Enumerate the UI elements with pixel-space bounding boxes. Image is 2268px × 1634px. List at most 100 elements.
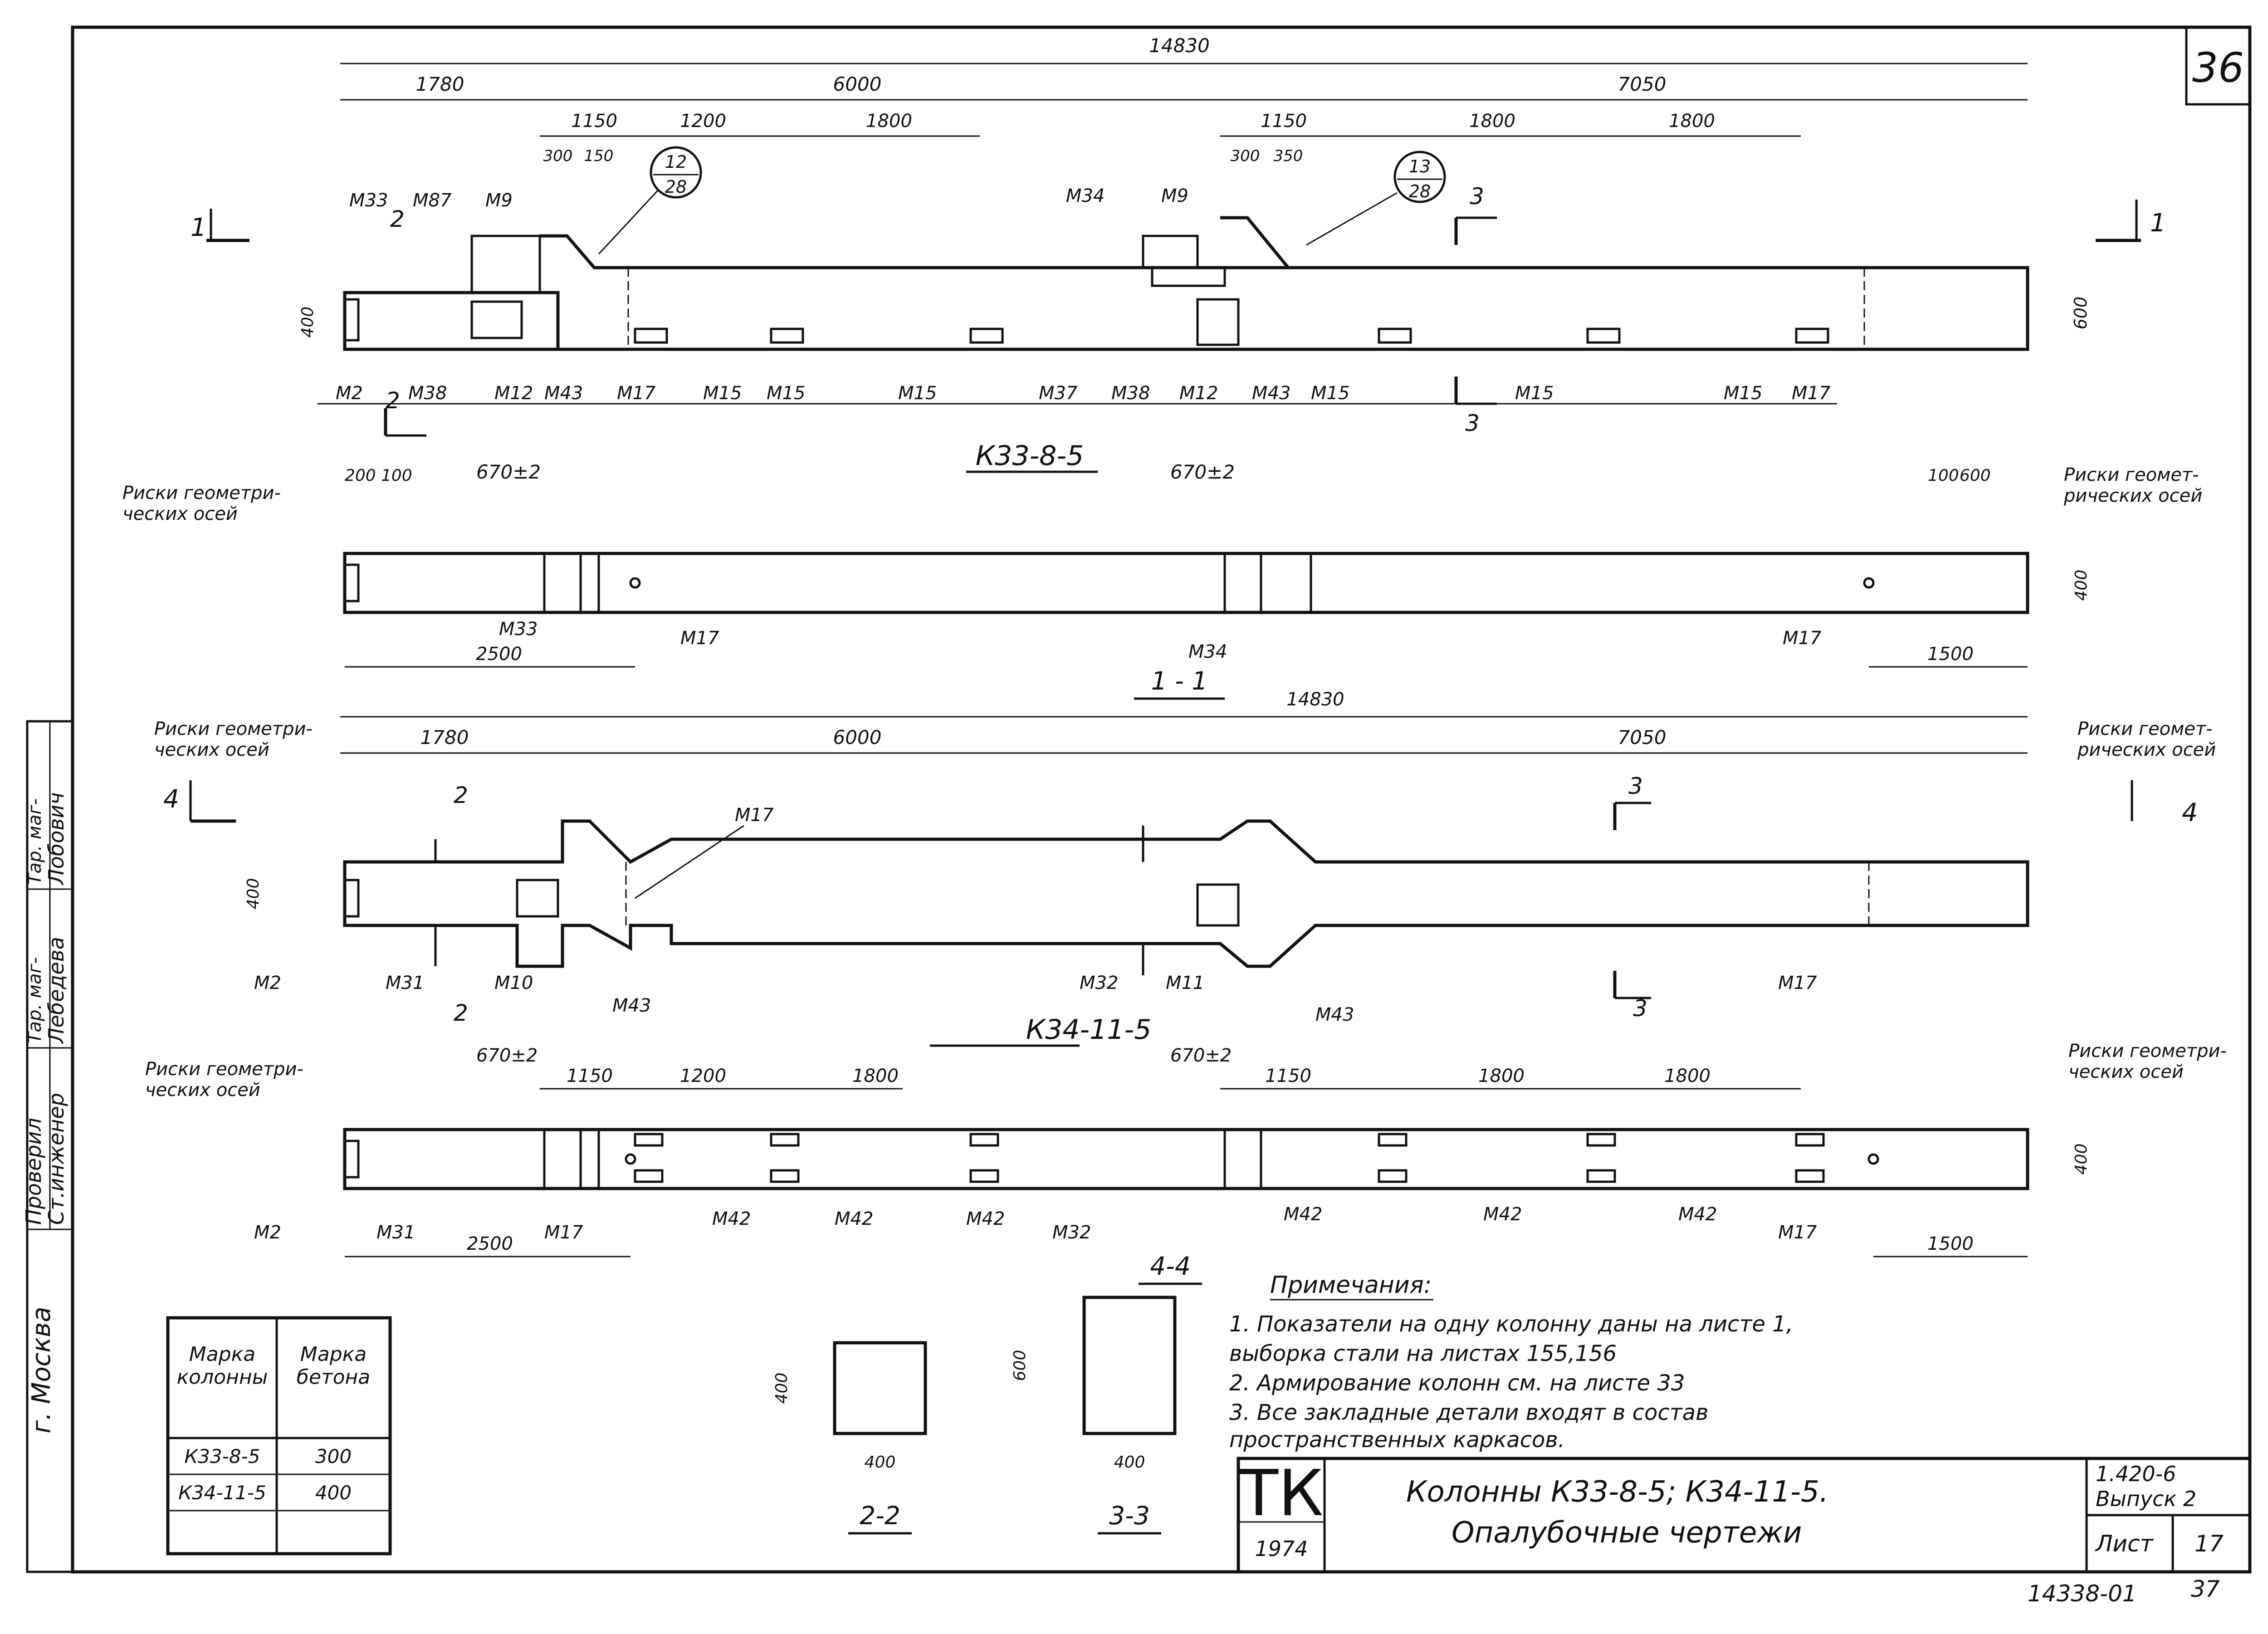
label-K33: К33-8-5: [976, 440, 1084, 472]
note-3: 3. Все закладные детали входят в состав: [1229, 1400, 1708, 1425]
dim-1800f: 1800: [1664, 1066, 1711, 1086]
dim-1800a: 1800: [866, 111, 912, 132]
risks-left-2: Риски геометри-ческих осей: [154, 719, 313, 760]
dim-1800b: 1800: [1469, 111, 1515, 132]
dim-1500: 1500: [1927, 644, 1974, 665]
dim-350a: 350: [1274, 147, 1303, 165]
dim-1800e: 1800: [1478, 1066, 1525, 1086]
risks-left-1: Риски геометри-ческих осей: [122, 483, 281, 524]
cut-1-left: 1: [191, 213, 206, 242]
table-cell: 400: [315, 1482, 352, 1504]
dim-1150b: 1150: [1261, 111, 1307, 132]
section-2-2-height: 400: [772, 1373, 791, 1404]
dim-1800d: 1800: [852, 1066, 899, 1086]
part-M31-p: М31: [386, 973, 424, 993]
part-M15e: М15: [1515, 383, 1554, 404]
dim-total: 14830: [1149, 34, 1210, 57]
plan-k34-body: [343, 819, 2029, 968]
title-block: ТК 1974 Колонны К33-8-5; К34-11-5. Опалу…: [1237, 1457, 2252, 1574]
bottom-code: 14338-01: [2028, 1580, 2137, 1607]
dim-1780: 1780: [416, 73, 464, 95]
part-M43b: М43: [1252, 383, 1290, 404]
risks-left-3: Риски геометри-ческих осей: [145, 1059, 303, 1101]
part-M2-p: М2: [254, 973, 281, 993]
plan-k34: 1780 6000 7050 Риски геометри-ческих осе…: [154, 716, 2216, 1047]
stamp-sig-2: Тар. маг-: [24, 798, 45, 885]
part-M17b: М17: [1792, 383, 1831, 404]
cut-1-right: 1: [2150, 208, 2166, 237]
part-M33-s1: М33: [499, 619, 538, 640]
section-1-1-body: [343, 552, 2029, 614]
dim-400-plan: 400: [244, 878, 263, 910]
dim-100a: 100: [381, 466, 412, 485]
note-2: 2. Армирование колонн см. на листе 33: [1229, 1370, 1685, 1396]
dim-300b: 300: [1231, 147, 1260, 165]
dim-6000: 6000: [833, 73, 882, 95]
part-M9a: М9: [485, 190, 513, 211]
part-M32-s4: М32: [1052, 1222, 1091, 1243]
stamp-role-2: Проверил: [21, 1118, 46, 1225]
dim-1500b: 1500: [1927, 1233, 1974, 1254]
series: 1.420-6: [2096, 1462, 2176, 1486]
part-M38a: М38: [408, 383, 447, 404]
dim-670d: 670±2: [1170, 1045, 1232, 1066]
dim-1150a: 1150: [571, 111, 617, 132]
cut-2-top: 2: [390, 206, 405, 232]
part-M42c: М42: [966, 1208, 1005, 1229]
part-M43-p2: М43: [1315, 1004, 1354, 1025]
part-M12a: М12: [494, 383, 533, 404]
dim-1780-p: 1780: [420, 726, 469, 749]
top-view: 14830 1780 6000 7050 1150 1200 1800 1150…: [191, 34, 2166, 437]
part-M15f: М15: [1724, 383, 1762, 404]
part-M42f: М42: [1678, 1204, 1717, 1225]
dim-670c: 670±2: [476, 1045, 538, 1066]
sheet-title-2: Опалубочные чертежи: [1452, 1516, 1802, 1550]
cut-2-bottom: 2: [386, 387, 400, 414]
section-1-1: Риски геометри-ческих осей Риски геомет-…: [122, 461, 2202, 710]
column-head-base: [343, 291, 560, 351]
dim-670a: 670±2: [476, 461, 541, 483]
ref-12-num: 12: [665, 152, 687, 172]
note-3b: пространственных каркасов.: [1229, 1427, 1565, 1453]
part-M17-s1a: М17: [680, 628, 719, 649]
part-M43a: М43: [544, 383, 583, 404]
part-M43-p1: М43: [612, 995, 651, 1016]
note-1b: выборка стали на листах 155,156: [1229, 1341, 1617, 1366]
part-M11: М11: [1166, 973, 1204, 993]
part-M2-s4: М2: [254, 1222, 281, 1243]
stamp-name-2: Лобович: [44, 793, 68, 885]
stamp-role-1: Ст.инженер: [44, 1093, 68, 1225]
dim-600: 600: [2071, 297, 2091, 330]
cut-3-plan-top: 3: [1628, 773, 1643, 799]
part-M15c: М15: [898, 383, 937, 404]
part-M17-s4b: М17: [1778, 1222, 1817, 1243]
cut-4-left: 4: [163, 784, 179, 813]
section-2-2-shape: [833, 1341, 927, 1435]
risks-right-2: Риски геомет-рических осей: [2077, 719, 2216, 760]
section-4-4: Риски геометри-ческих осей Риски геометр…: [145, 1041, 2227, 1257]
title-1-1: 1 - 1: [1151, 666, 1208, 695]
column-corbel: [470, 235, 541, 294]
sheet-label: Лист: [2095, 1531, 2154, 1557]
cross-sections: 400 400 2-2 600 400 3-3 4-4: [772, 1252, 1202, 1535]
sheet-title-1: Колонны К33-8-5; К34-11-5.: [1406, 1475, 1828, 1509]
part-M17-p: М17: [1778, 973, 1817, 993]
dim-600b: 600: [1960, 466, 1991, 485]
sheet-no: 17: [2195, 1531, 2224, 1557]
part-M17-s1b: М17: [1783, 628, 1822, 649]
part-M33: М33: [349, 190, 388, 211]
part-M17-s4a: М17: [544, 1222, 583, 1243]
dim-7050-p: 7050: [1618, 726, 1667, 749]
dim-670b: 670±2: [1170, 461, 1235, 483]
sheet-number-box: [2185, 26, 2251, 106]
part-M17a: М17: [617, 383, 656, 404]
tk-logo: ТК: [1239, 1457, 1324, 1531]
part-M37: М37: [1039, 383, 1078, 404]
part-M31-s4: М31: [376, 1222, 415, 1243]
ref-circle-13: [1393, 151, 1446, 203]
cut-4-right: 4: [2182, 798, 2198, 827]
table-cell: 300: [315, 1445, 352, 1468]
